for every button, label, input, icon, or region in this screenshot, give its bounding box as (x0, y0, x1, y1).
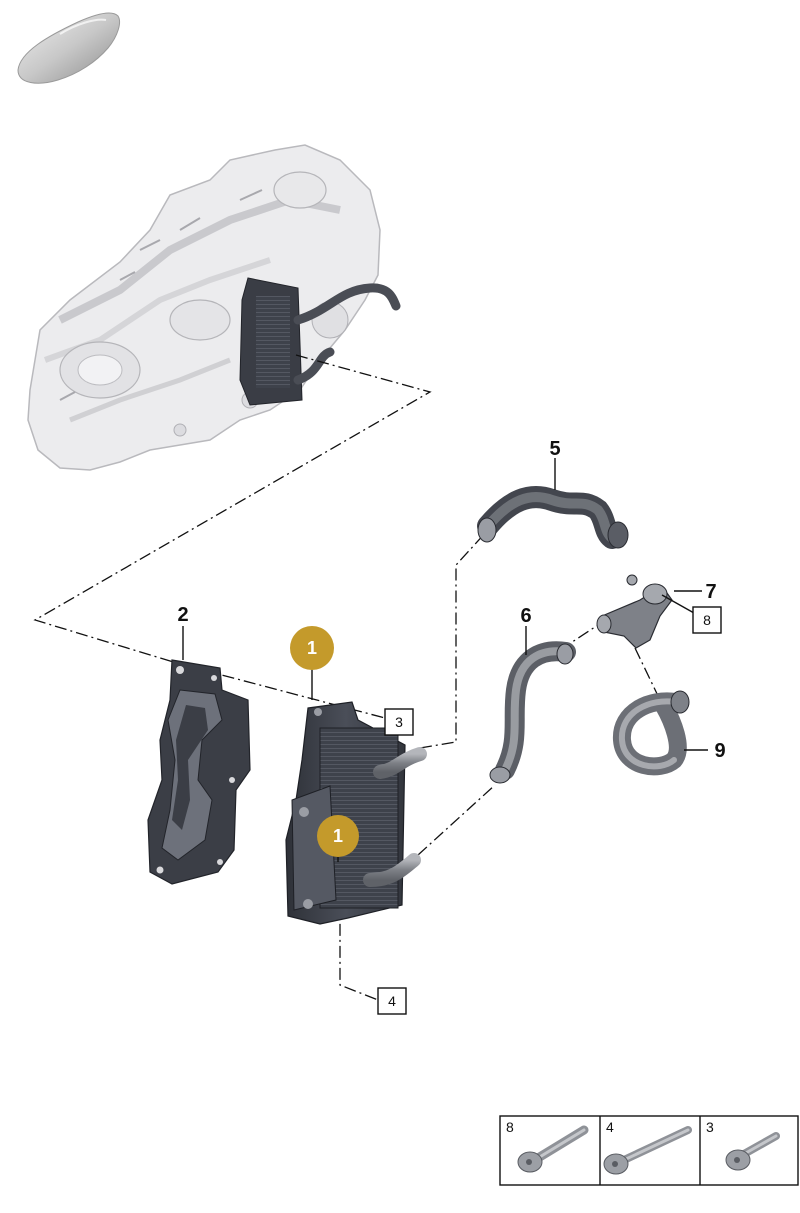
callout-badge-1-top: 1 (290, 626, 334, 670)
callout-9: 9 (714, 740, 725, 762)
boxed-callout-8: 8 (692, 606, 722, 634)
boxed-callout-4: 4 (377, 987, 407, 1015)
coolant-valve-part (596, 574, 673, 649)
bolt-icon (517, 1125, 589, 1173)
fastener-table: 8 4 3 (499, 1115, 799, 1186)
gasket-part (147, 659, 251, 885)
short-bolt-icon (725, 1132, 780, 1171)
boxed-callout-8-label: 8 (703, 612, 711, 628)
boxed-callout-3: 3 (384, 708, 414, 736)
callout-2: 2 (177, 604, 188, 626)
callout-5: 5 (549, 438, 560, 460)
callout-7: 7 (705, 581, 716, 603)
fastener-cell-label-3: 3 (706, 1119, 714, 1135)
fastener-cell-label-2: 4 (606, 1119, 614, 1135)
boxed-callout-4-label: 4 (388, 993, 396, 1009)
return-hose-part (613, 690, 690, 776)
upper-coolant-hose-part (477, 486, 629, 549)
callout-badge-1-top-label: 1 (307, 638, 317, 658)
callout-badge-1-bottom-label: 1 (333, 826, 343, 846)
callout-6: 6 (520, 605, 531, 627)
lower-coolant-hose-part (489, 641, 576, 784)
boxed-callout-3-label: 3 (395, 714, 403, 730)
callout-leaders (182, 458, 708, 862)
car-silhouette-icon (17, 12, 121, 84)
transmission-assembly-icon (27, 144, 401, 471)
callout-badge-1-bottom: 1 (317, 815, 359, 857)
long-bolt-icon (603, 1126, 692, 1175)
fastener-cell-label-1: 8 (506, 1119, 514, 1135)
